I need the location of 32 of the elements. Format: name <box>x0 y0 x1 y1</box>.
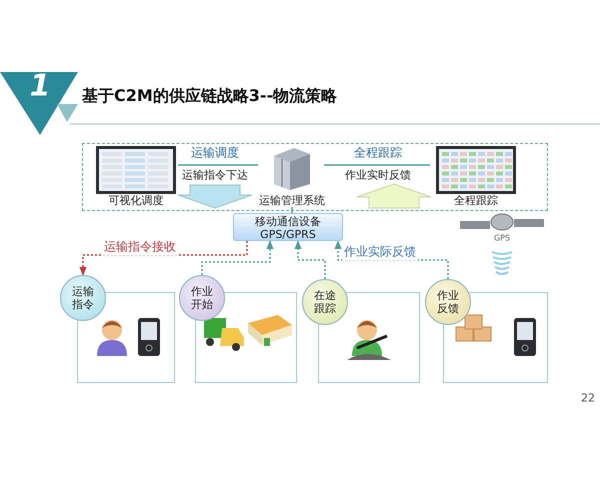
page-number: 22 <box>581 392 595 404</box>
label-number: 1 <box>30 68 50 104</box>
connector <box>324 164 430 166</box>
edge-label: 运输指令接收 <box>102 238 178 256</box>
edge-label: 作业实际反馈 <box>342 244 418 260</box>
step-label: 运输指令 <box>71 284 95 312</box>
annotation: 运输指令下达 <box>182 168 248 182</box>
connector <box>356 183 432 208</box>
connector <box>178 184 252 209</box>
connector <box>79 241 248 276</box>
satellite-label: GPS <box>494 234 510 242</box>
step-label: 作业开始 <box>190 284 214 312</box>
device-label: 移动通信设备 GPS/GPRS <box>254 214 322 242</box>
step-bubble <box>60 275 106 321</box>
connector <box>334 240 449 279</box>
device-box <box>233 213 343 241</box>
connector <box>201 240 274 275</box>
monitor-node <box>93 146 179 208</box>
step-label: 在途跟踪 <box>313 288 337 316</box>
connector <box>291 207 293 213</box>
node-label: 全程跟踪 <box>453 193 499 208</box>
connector <box>294 240 326 279</box>
slide-title: 基于C2M的供应链战略3--物流策略 <box>82 86 338 107</box>
step-label: 作业反馈 <box>436 288 460 316</box>
step-bubble <box>179 275 225 321</box>
step-bubble <box>425 279 471 325</box>
edge-label: 运输调度 <box>189 144 241 162</box>
node-label: 运输管理系统 <box>259 193 325 208</box>
step-bubble <box>302 279 348 325</box>
annotation: 作业实时反馈 <box>345 168 411 182</box>
node-label: 可视化调度 <box>108 193 164 208</box>
connector <box>178 164 258 166</box>
